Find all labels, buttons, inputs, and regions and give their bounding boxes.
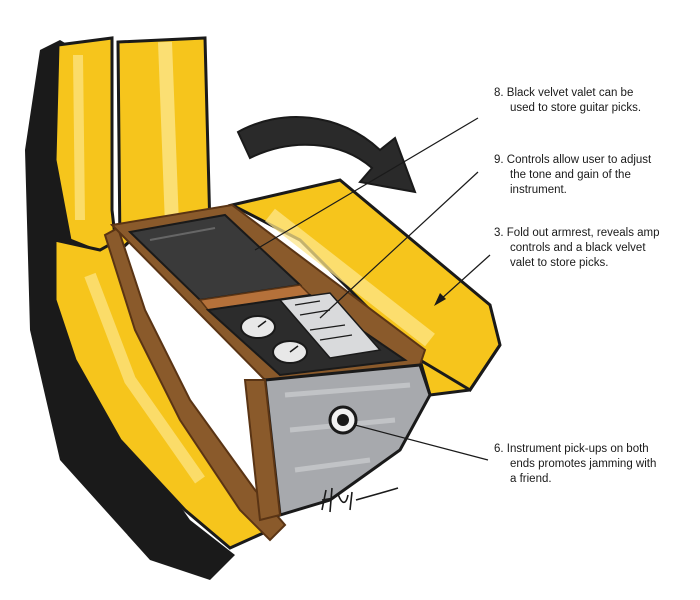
pickup-jack-icon xyxy=(328,405,358,435)
callout-valet-line-1: 8. Black velvet valet can be xyxy=(494,87,634,99)
callout-pickups-line-1: 6. Instrument pick-ups on both xyxy=(494,443,649,455)
callout-pickups-line-2: ends promotes jamming with xyxy=(510,458,657,470)
signature-mark xyxy=(321,487,399,513)
callout-armrest-line-2: controls and a black velvet xyxy=(510,242,646,254)
callout-armrest-line-1: 3. Fold out armrest, reveals amp xyxy=(494,227,660,239)
callout-controls-line-2: the tone and gain of the xyxy=(510,169,631,181)
control-knob-icon xyxy=(272,340,308,364)
callout-armrest: 3. Fold out armrest, reveals amp control… xyxy=(494,226,660,271)
control-panel-plate xyxy=(278,292,382,359)
curved-arrow-icon xyxy=(236,116,417,194)
control-knob-icon xyxy=(240,315,276,339)
callout-controls: 9. Controls allow user to adjust the ton… xyxy=(494,153,651,198)
callout-valet-line-2: used to store guitar picks. xyxy=(510,102,642,114)
callout-pickups-line-3: a friend. xyxy=(510,473,552,485)
callout-controls-line-3: instrument. xyxy=(510,184,567,196)
callout-armrest-line-3: valet to store picks. xyxy=(510,257,609,269)
callout-valet: 8. Black velvet valet can be used to sto… xyxy=(494,86,641,116)
callout-pickups: 6. Instrument pick-ups on both ends prom… xyxy=(494,442,656,487)
callout-controls-line-1: 9. Controls allow user to adjust xyxy=(494,154,652,166)
control-well xyxy=(205,293,408,377)
